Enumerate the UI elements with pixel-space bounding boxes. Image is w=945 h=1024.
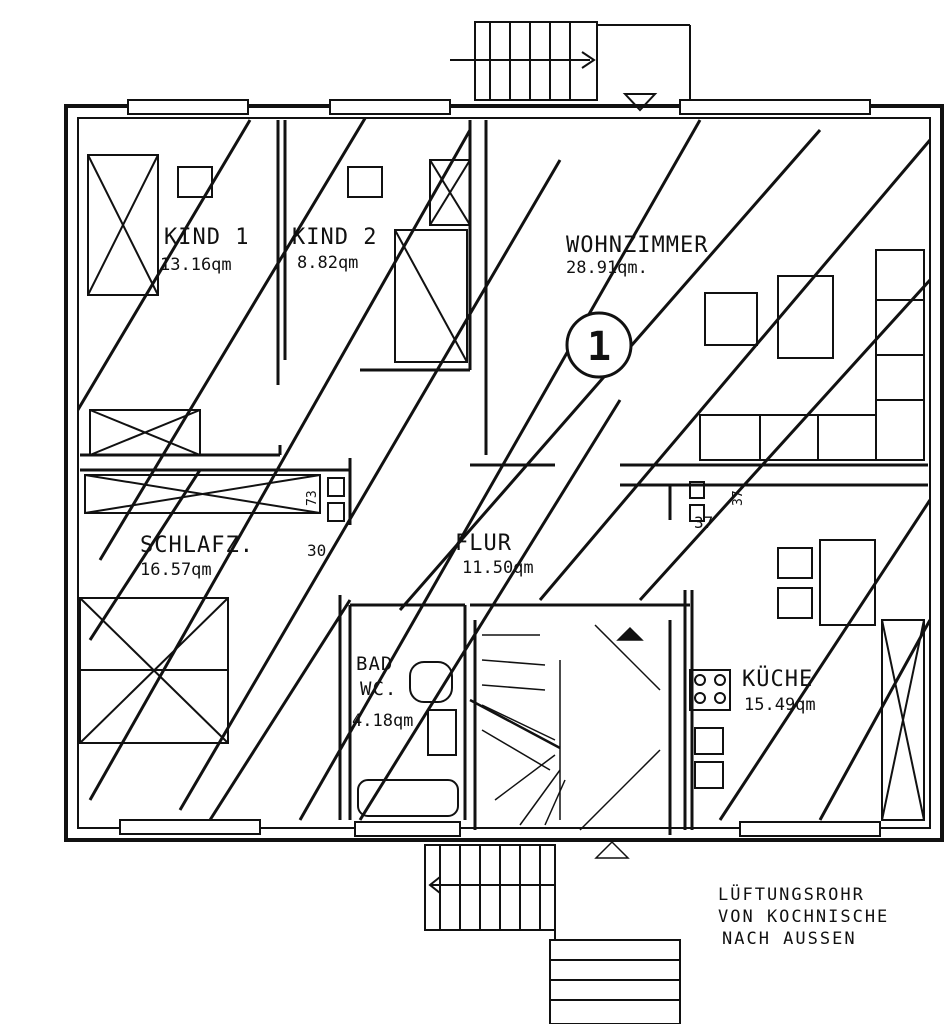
schlafz-area: 16.57qm <box>140 560 212 580</box>
flur-name: FLUR <box>455 531 512 556</box>
unit-marker: 1 <box>565 311 633 379</box>
ventilation-note: LÜFTUNGSROHR VON KOCHNISCHE NACH AUSSEN <box>718 883 889 949</box>
wardrobe-symbols <box>84 154 925 821</box>
note-line-2: VON KOCHNISCHE <box>718 907 889 927</box>
room-labels: KIND 1 13.16qm KIND 2 8.82qm WOHNZIMMER … <box>140 225 816 731</box>
flur-area: 11.50qm <box>462 558 534 578</box>
kueche-area: 15.49qm <box>744 695 816 715</box>
schlafz-name: SCHLAFZ. <box>140 533 254 558</box>
unit-number: 1 <box>587 324 611 370</box>
furniture <box>79 166 925 817</box>
kind2-name: KIND 2 <box>292 225 377 250</box>
wc-name: WC. <box>360 678 397 700</box>
dim-73: 73 <box>305 490 320 506</box>
wohnzimmer-area: 28.91qm. <box>566 258 648 278</box>
inner-staircase <box>469 624 661 859</box>
windows-top <box>119 99 881 837</box>
dim-30: 30 <box>307 541 326 560</box>
top-staircase <box>450 21 691 112</box>
wohnzimmer-name: WOHNZIMMER <box>566 233 708 258</box>
kind1-area: 13.16qm <box>160 255 232 275</box>
kind2-area: 8.82qm <box>297 253 358 273</box>
dim-37-a: 37 <box>694 513 713 532</box>
bottom-staircase <box>424 844 681 1024</box>
outer-walls <box>64 104 944 842</box>
note-line-1: LÜFTUNGSROHR <box>718 883 865 905</box>
kueche-name: KÜCHE <box>742 666 813 692</box>
dim-37-b: 37 <box>731 490 746 506</box>
bad-area: 4.18qm <box>352 711 413 731</box>
note-line-3: NACH AUSSEN <box>722 929 857 949</box>
bad-name: BAD <box>356 653 393 675</box>
kind1-name: KIND 1 <box>164 225 249 250</box>
dimension-labels: 73 30 37 37 <box>305 490 746 560</box>
